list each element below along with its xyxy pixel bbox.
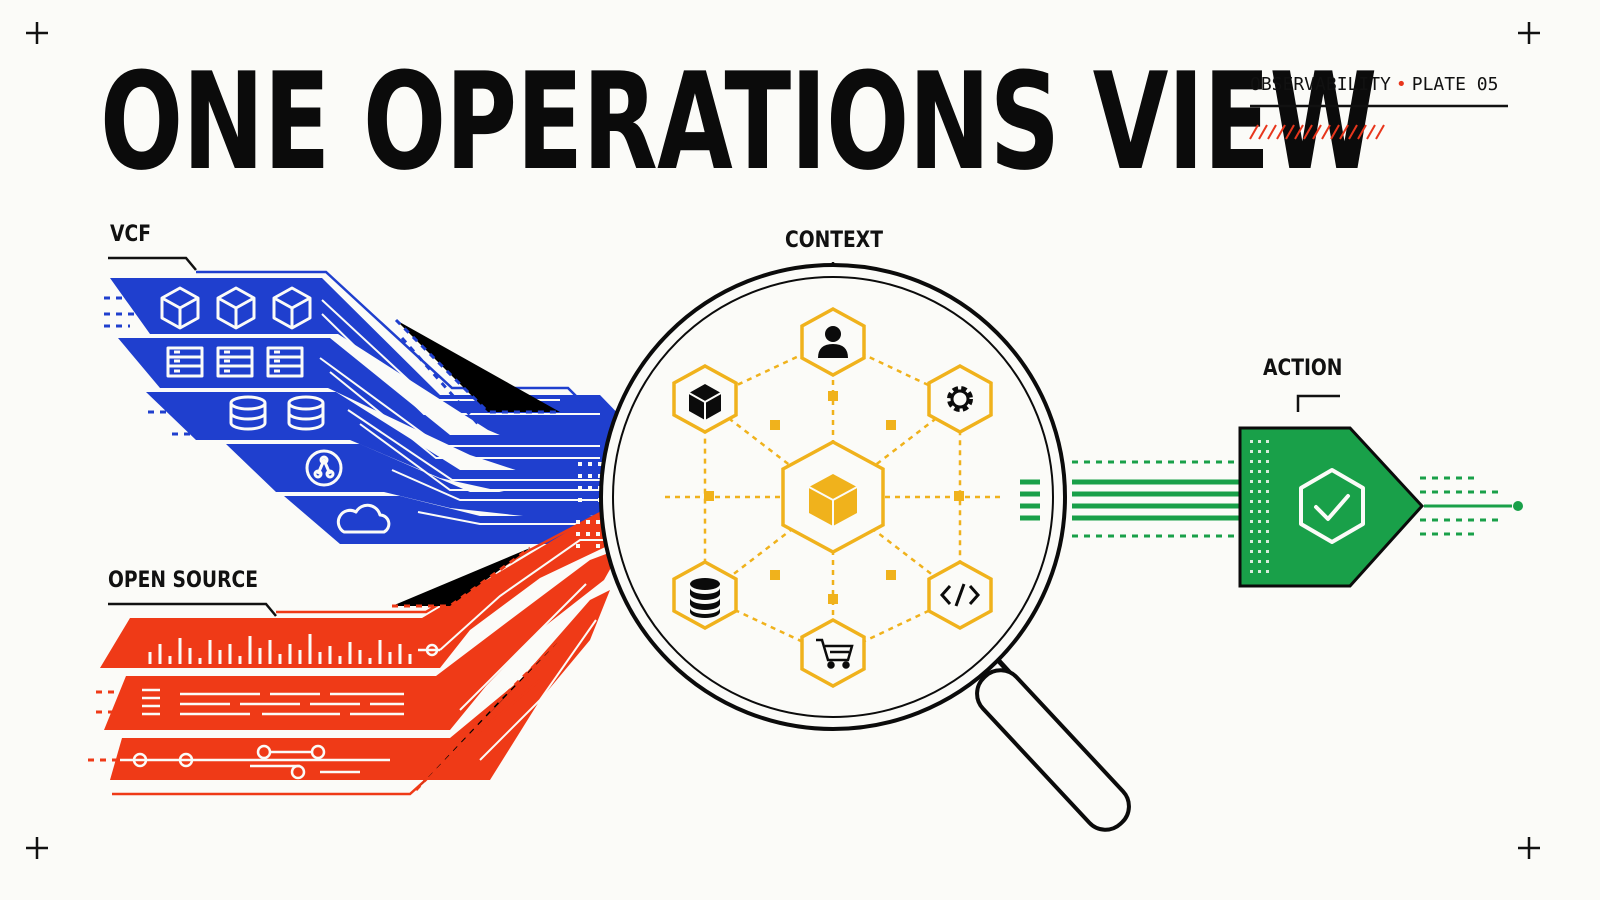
plate-number: PLATE 05 [1411, 74, 1499, 95]
vcf-label: VCF [110, 222, 151, 247]
plate-separator: • [1395, 74, 1407, 95]
server-icon [166, 346, 204, 378]
cube-icon [688, 384, 722, 420]
cube-icon [272, 286, 312, 330]
cart-icon [816, 638, 854, 669]
corner-marks [26, 22, 1540, 859]
page-title: ONE OPERATIONS VIEW [100, 44, 1377, 200]
magnifier [599, 263, 1131, 832]
cube-icon [216, 286, 256, 330]
central-cube-icon [808, 474, 858, 526]
cube-icon [160, 286, 200, 330]
plate-hatch [1249, 124, 1385, 140]
open-source-label: OPEN SOURCE [108, 568, 258, 593]
database-icon [229, 395, 267, 431]
server-icon [266, 346, 304, 378]
code-icon [939, 583, 981, 607]
open-source-stream [88, 508, 640, 796]
traces-icon [120, 744, 390, 780]
database-icon [690, 578, 720, 618]
os-band-3 [110, 590, 610, 780]
os-band-1 [100, 512, 640, 668]
context-label: CONTEXT [785, 228, 883, 253]
magnifier-handle [975, 658, 1131, 832]
plate-category: OBSERVABILITY [1250, 74, 1391, 95]
server-icon [216, 346, 254, 378]
database-icon [287, 395, 325, 431]
action-leader [1296, 394, 1340, 412]
vcf-leader [108, 256, 197, 271]
gear-icon [947, 386, 973, 412]
action-badge [1238, 426, 1425, 588]
action-stream [1020, 426, 1523, 588]
shield-check-icon [1299, 468, 1365, 544]
open-source-leader [108, 602, 277, 617]
logs-icon [142, 688, 404, 716]
vcf-stream [104, 270, 662, 544]
network-icon [305, 449, 343, 487]
plate-caption: OBSERVABILITY•PLATE 05 [1250, 74, 1498, 95]
user-icon [818, 326, 848, 358]
action-label: ACTION [1263, 356, 1343, 381]
metrics-bars-icon [148, 634, 412, 664]
os-band-2 [104, 548, 622, 730]
cloud-icon [336, 503, 391, 534]
